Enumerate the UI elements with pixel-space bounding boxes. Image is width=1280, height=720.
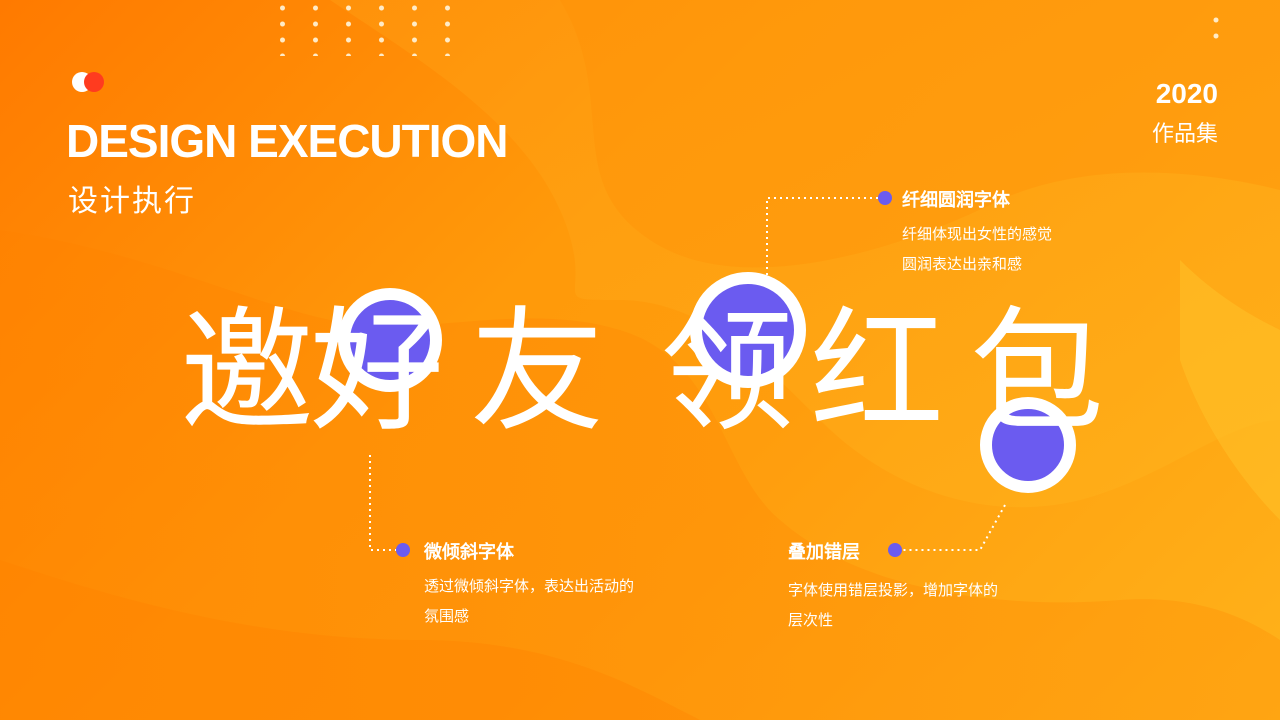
dot-grid-decoration: [280, 0, 452, 56]
annotation-slant-line-2: 氛围感: [424, 608, 470, 625]
annotation-overlap-title: 叠加错层: [788, 542, 860, 562]
headline-char-1: 邀: [180, 294, 315, 450]
logo-icon: [72, 72, 104, 92]
annotation-slant-line-1: 透过微倾斜字体，表达出活动的: [424, 578, 635, 595]
headline-char-2: 好: [310, 294, 445, 450]
annotation-thin-line-2: 圆润表达出亲和感: [902, 256, 1023, 273]
annotation-thin-line-1: 纤细体现出女性的感觉: [902, 226, 1053, 243]
title-cn: 设计执行: [68, 185, 196, 218]
headline-char-4: 领: [660, 294, 795, 450]
headline-char-5: 红: [810, 294, 945, 450]
bullet-icon: [878, 191, 892, 205]
annotation-slant-title: 微倾斜字体: [424, 542, 514, 562]
portfolio-label: 作品集: [1151, 121, 1218, 146]
year-label: 2020: [1155, 78, 1218, 109]
headline-char-6: 包: [970, 294, 1105, 450]
annotation-thin-title: 纤细圆润字体: [902, 190, 1010, 210]
annotation-overlap-line-1: 字体使用错层投影，增加字体的: [788, 582, 999, 599]
title-en: DESIGN EXECUTION: [66, 115, 509, 167]
dot-grid-decoration-right: [1208, 12, 1224, 48]
annotation-overlap-line-2: 层次性: [788, 612, 834, 629]
bullet-icon: [888, 543, 902, 557]
headline-char-3: 友: [470, 294, 605, 450]
bullet-icon: [396, 543, 410, 557]
